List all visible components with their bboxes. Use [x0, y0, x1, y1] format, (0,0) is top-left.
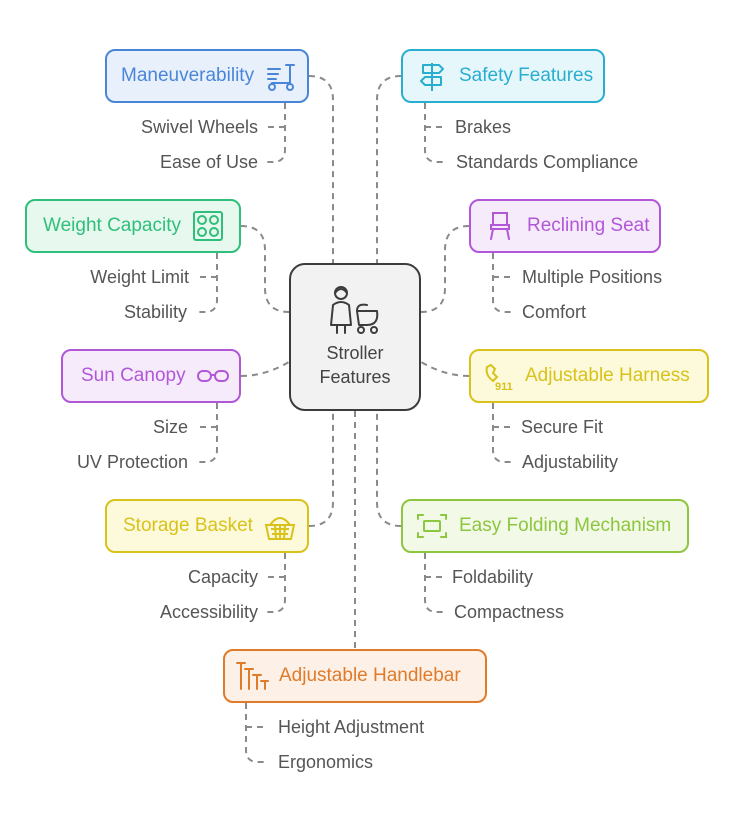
sub-item: Secure Fit [521, 417, 604, 437]
connector-weight [240, 225, 290, 313]
sub-item: Size [152, 417, 188, 437]
connector-reclining [420, 225, 470, 313]
phone-911-icon: 911 [481, 359, 515, 393]
sub-item: Capacity [187, 567, 258, 587]
scooter-icon [264, 59, 298, 93]
sub-item: Brakes [455, 117, 512, 137]
sub-item: Comfort [522, 302, 587, 322]
chair-icon [483, 209, 517, 243]
sub-item: Adjustability [522, 452, 619, 472]
node-label: Sun Canopy [81, 365, 186, 386]
basket-icon [263, 509, 297, 543]
stove-icon [191, 209, 225, 243]
node-maneuverability: Maneuverability [105, 49, 309, 103]
connector-canopy [240, 361, 290, 377]
node-adjustable-handlebar: Adjustable Handlebar [223, 649, 487, 703]
node-weight-capacity: Weight Capacity [25, 199, 241, 253]
node-label: Reclining Seat [527, 215, 650, 236]
node-storage-basket: Storage Basket [105, 499, 309, 553]
sub-item: Multiple Positions [522, 267, 663, 287]
connector-harness [420, 361, 470, 377]
node-label: Maneuverability [121, 65, 255, 86]
node-label: Safety Features [459, 65, 594, 86]
sub-item: Height Adjustment [278, 717, 425, 737]
node-adjustable-harness: 911 Adjustable Harness [469, 349, 709, 403]
connector-basket [308, 411, 334, 527]
node-label: Easy Folding Mechanism [459, 515, 672, 536]
sub-item: UV Protection [76, 452, 188, 472]
center-node: Stroller Features [289, 263, 421, 411]
sub-item: Ergonomics [278, 752, 374, 772]
svg-text:911: 911 [495, 381, 513, 393]
center-title-line2: Features [319, 367, 391, 387]
sub-item: Stability [123, 302, 187, 322]
sub-item: Compactness [454, 602, 565, 622]
signpost-icon [415, 59, 449, 93]
connector-maneuverability [308, 75, 334, 263]
node-label: Adjustable Harness [525, 365, 690, 386]
sub-item: Ease of Use [159, 152, 258, 172]
center-title-line1: Stroller [326, 343, 384, 363]
sub-item: Accessibility [159, 602, 258, 622]
sub-item: Foldability [452, 567, 534, 587]
frame-icon [415, 509, 449, 543]
sub-item: Standards Compliance [456, 152, 639, 172]
mother-stroller-icon [330, 286, 379, 334]
node-label: Storage Basket [123, 515, 253, 536]
node-reclining-seat: Reclining Seat [469, 199, 661, 253]
connector-folding [376, 411, 402, 527]
sub-item: Swivel Wheels [140, 117, 258, 137]
node-sun-canopy: Sun Canopy [61, 349, 241, 403]
node-label: Adjustable Handlebar [279, 665, 461, 686]
node-easy-folding-mechanism: Easy Folding Mechanism [401, 499, 689, 553]
node-label: Weight Capacity [43, 215, 181, 236]
glasses-icon [196, 359, 230, 393]
sub-item: Weight Limit [90, 267, 189, 287]
connector-safety [376, 75, 402, 263]
node-safety-features: Safety Features [401, 49, 605, 103]
handlebar-icon [235, 659, 269, 693]
